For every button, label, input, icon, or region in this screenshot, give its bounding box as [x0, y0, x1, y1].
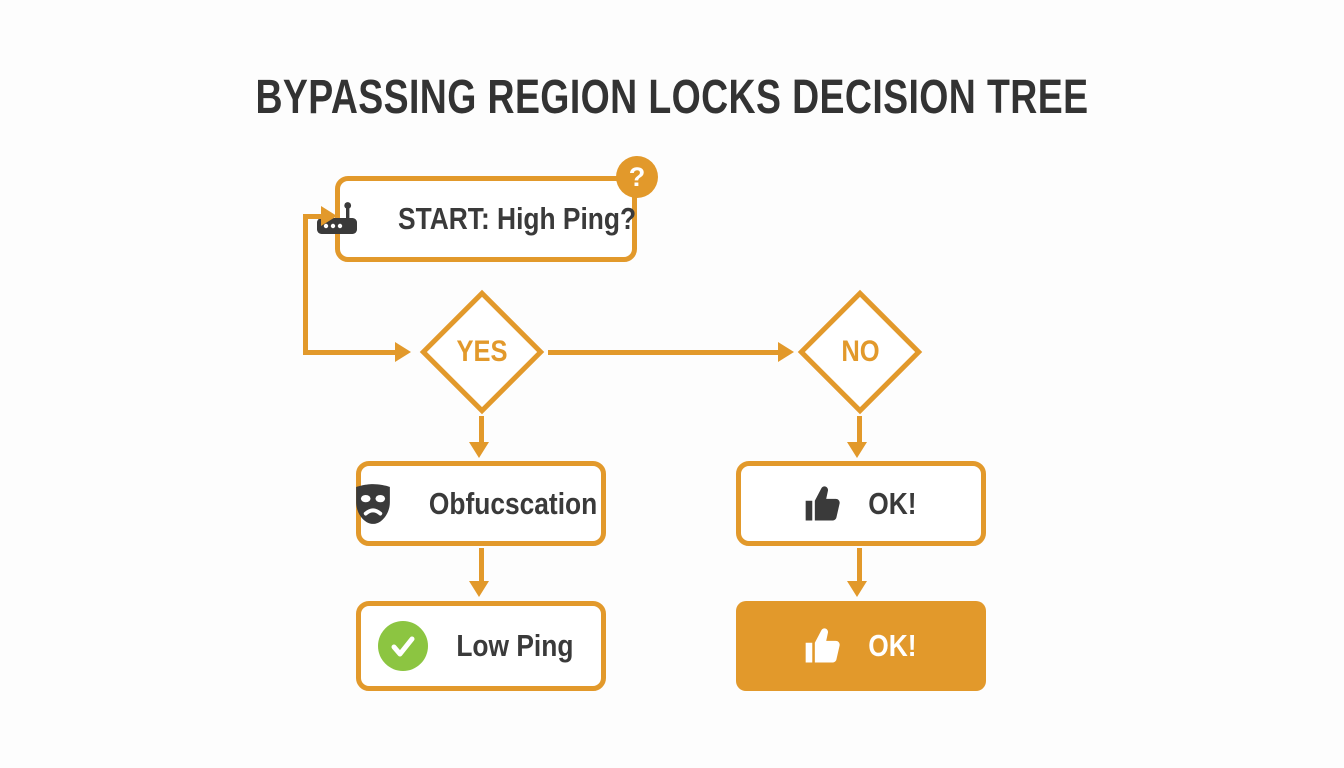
- decision-yes-label: YES: [456, 335, 508, 368]
- arrowhead-into-ok: [847, 442, 867, 458]
- arrowhead-into-obfuscation: [469, 442, 489, 458]
- theater-mask-icon: [350, 481, 396, 527]
- question-badge-text: ?: [628, 161, 646, 192]
- obfuscation-node-label: Obfucscation: [428, 485, 598, 521]
- arrowhead-into-lowping: [469, 581, 489, 597]
- connector-no-to-ok: [857, 416, 862, 444]
- page-title: BYPASSING REGION LOCKS DECISION TREE: [0, 70, 1344, 125]
- arrowhead-into-ok-filled: [847, 581, 867, 597]
- loop-connector-to-yes: [303, 350, 397, 355]
- page-title-text: BYPASSING REGION LOCKS DECISION TREE: [255, 71, 1089, 124]
- check-icon: [378, 621, 429, 671]
- ok-filled-node-label: OK!: [867, 628, 917, 663]
- decision-no-diamond: NO: [797, 289, 923, 415]
- thumbs-up-icon: [802, 482, 846, 526]
- decision-yes-diamond: YES: [419, 289, 545, 415]
- obfuscation-node: Obfucscation: [356, 461, 606, 546]
- lowping-node-label: Low Ping: [456, 628, 574, 663]
- arrowhead-into-no: [778, 342, 794, 362]
- connector-yes-to-obfuscation: [479, 416, 484, 444]
- start-node-label: START: High Ping?: [397, 201, 637, 236]
- connector-yes-to-no: [548, 350, 780, 355]
- lowping-node: Low Ping: [356, 601, 606, 691]
- question-badge: ?: [616, 156, 658, 198]
- loop-connector-to-start: [303, 214, 323, 219]
- ok-node: OK!: [736, 461, 986, 546]
- loop-connector-vertical: [303, 214, 308, 355]
- start-node: START: High Ping?: [316, 176, 637, 262]
- ok-node-label: OK!: [867, 485, 917, 521]
- decision-no-label: NO: [840, 335, 880, 368]
- connector-ok-to-ok-filled: [857, 548, 862, 582]
- arrowhead-into-yes: [395, 342, 411, 362]
- arrowhead-into-start: [321, 206, 337, 226]
- thumbs-up-icon: [802, 624, 846, 668]
- connector-obfuscation-to-lowping: [479, 548, 484, 582]
- ok-filled-node: OK!: [736, 601, 986, 691]
